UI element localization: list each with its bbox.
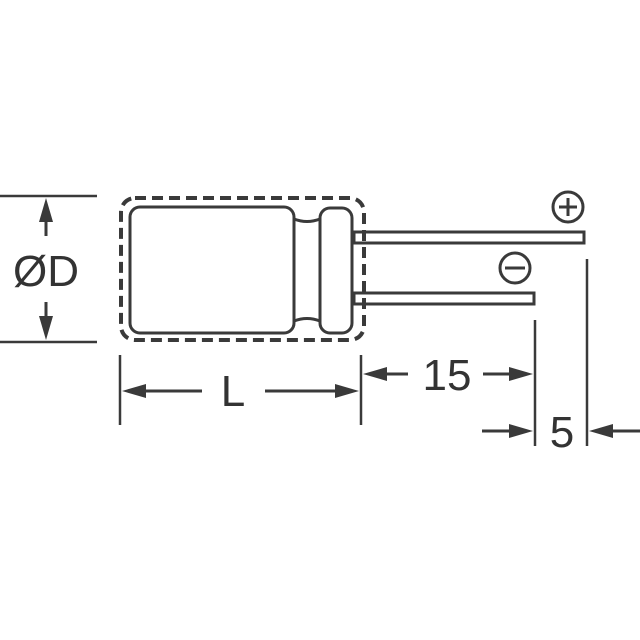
capacitor-body: [128, 205, 354, 335]
arrow-left-icon: [363, 367, 387, 381]
length-label: L: [221, 367, 245, 416]
arrow-right-icon: [509, 367, 533, 381]
arrow-right-icon: [335, 384, 359, 398]
sleeve-outline-dashed: [119, 196, 366, 342]
plus-circle-icon: [551, 190, 585, 224]
can-body: [128, 205, 296, 335]
arrow-right-icon: [509, 424, 533, 438]
arrow-left-icon: [589, 424, 613, 438]
end-seal: [318, 206, 354, 335]
minus-circle-icon: [498, 251, 532, 285]
diameter-dimension: ØD: [0, 194, 97, 344]
arrow-left-icon: [122, 384, 146, 398]
lead-length-label: 15: [423, 351, 472, 400]
neck-top-curve: [293, 217, 321, 223]
lead-length-dimension: 15: [363, 351, 533, 400]
leads: [352, 230, 586, 306]
diameter-label: ØD: [13, 247, 79, 296]
arrow-up-icon: [39, 198, 53, 222]
neck-bottom-curve: [293, 317, 321, 323]
length-dimension: L: [118, 355, 363, 425]
positive-lead: [352, 230, 586, 245]
negative-lead: [352, 291, 536, 306]
lead-spacing-label: 5: [550, 408, 574, 457]
negative-marker: [498, 251, 532, 285]
lead-spacing-dimension: 5: [482, 408, 640, 457]
positive-marker: [551, 190, 585, 224]
arrow-down-icon: [39, 316, 53, 340]
